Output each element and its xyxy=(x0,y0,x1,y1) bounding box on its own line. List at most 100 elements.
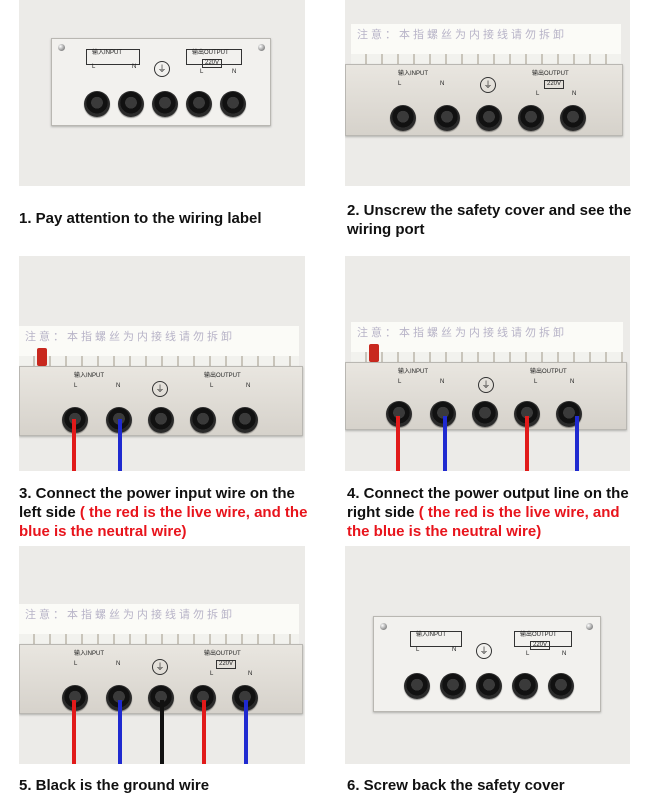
caption-step-3: 3. Connect the power input wire on the l… xyxy=(19,484,319,541)
warning-notice: 注意：本指螺丝为内接线请勿拆卸 xyxy=(25,330,235,343)
screw xyxy=(58,44,65,51)
grommet-hole xyxy=(148,407,174,433)
caption-step-2: 2. Unscrew the safety cover and see the … xyxy=(347,201,632,239)
terminal-n-label: N xyxy=(132,64,137,70)
caption-text: 4. Connect the power output line on the … xyxy=(347,485,629,521)
red-lead xyxy=(369,344,379,362)
warning-notice: 注意：本指螺丝为内接线请勿拆卸 xyxy=(357,28,567,41)
grommet-hole xyxy=(404,673,430,699)
voltage-label: 220V xyxy=(530,641,551,650)
ground-symbol-icon: ⏚ xyxy=(154,61,170,77)
terminal-l-label: L xyxy=(398,81,402,87)
terminal-n-label: N xyxy=(440,81,445,87)
caption-note: ( the red is the live wire, and the blue… xyxy=(347,504,620,540)
terminal-l-label: L xyxy=(210,671,214,677)
terminal-l-label: L xyxy=(210,383,214,389)
grommet-hole xyxy=(512,673,538,699)
grommet-hole xyxy=(190,407,216,433)
photo-panel-4: 注意：本指螺丝为内接线请勿拆卸 输入INPUT L N ⏚ 输出OUTPUT L… xyxy=(345,256,630,471)
caption-note: ( the red is the live wire, and the blue… xyxy=(19,504,308,540)
input-label: 输入INPUT xyxy=(398,71,429,77)
photo-panel-6: 输入INPUT L N ⏚ 输出OUTPUT 220V L N xyxy=(345,546,630,764)
caption-text: 2. Unscrew the safety cover and see the … xyxy=(347,202,632,238)
label-plate: 输入INPUT L N ⏚ 输出OUTPUT 220V L N xyxy=(51,38,271,126)
input-label: 输入INPUT xyxy=(416,632,447,638)
safety-cover: 输入INPUT L N ⏚ 输出OUTPUT L N xyxy=(19,366,303,436)
ground-symbol-icon: ⏚ xyxy=(480,77,496,93)
screw xyxy=(586,623,593,630)
terminal-l-label: L xyxy=(74,383,78,389)
black-ground-wire xyxy=(160,700,164,764)
voltage-label: 220V xyxy=(202,59,223,68)
output-label-box xyxy=(186,49,242,65)
output-label-box xyxy=(514,631,572,647)
input-label-box xyxy=(410,631,462,647)
grommet-hole xyxy=(548,673,574,699)
caption-text: 6. Screw back the safety cover xyxy=(347,777,565,794)
terminal-n-label: N xyxy=(248,671,253,677)
ground-symbol-icon: ⏚ xyxy=(476,643,492,659)
grommet-hole xyxy=(390,105,416,131)
grommet-hole xyxy=(84,91,110,117)
safety-cover: 输入INPUT L N ⏚ 输出OUTPUT L N xyxy=(345,362,627,430)
red-output-live-wire xyxy=(525,416,529,471)
grommet-hole xyxy=(434,105,460,131)
output-label: 输出OUTPUT xyxy=(530,369,567,375)
output-label: 输出OUTPUT xyxy=(520,632,557,638)
terminal-n-label: N xyxy=(232,69,237,75)
input-label: 输入INPUT xyxy=(92,50,123,56)
terminal-n-label: N xyxy=(116,661,121,667)
caption-step-1: 1. Pay attention to the wiring label xyxy=(19,209,319,228)
photo-panel-2: 注意：本指螺丝为内接线请勿拆卸 输入INPUT L N ⏚ 输出OUTPUT 2… xyxy=(345,0,630,186)
photo-panel-1: 输入INPUT L N ⏚ 输出OUTPUT 220V L N xyxy=(19,0,305,186)
screw xyxy=(258,44,265,51)
output-label: 输出OUTPUT xyxy=(204,373,241,379)
terminal-n-label: N xyxy=(452,647,457,653)
blue-neutral-wire xyxy=(118,700,122,764)
photo-panel-5: 注意：本指螺丝为内接线请勿拆卸 输入INPUT L N ⏚ 输出OUTPUT 2… xyxy=(19,546,305,764)
caption-step-5: 5. Black is the ground wire xyxy=(19,776,319,795)
grommet-hole xyxy=(440,673,466,699)
output-label: 输出OUTPUT xyxy=(192,50,229,56)
warning-notice: 注意：本指螺丝为内接线请勿拆卸 xyxy=(357,326,567,339)
terminal-n-label: N xyxy=(246,383,251,389)
terminal-n-label: N xyxy=(116,383,121,389)
input-label: 输入INPUT xyxy=(74,651,105,657)
blue-output-neutral-wire xyxy=(244,700,248,764)
terminal-l-label: L xyxy=(74,661,78,667)
terminal-l-label: L xyxy=(526,651,530,657)
red-live-wire xyxy=(72,419,76,471)
photo-panel-3: 注意：本指螺丝为内接线请勿拆卸 输入INPUT L N ⏚ 输出OUTPUT L… xyxy=(19,256,305,471)
terminal-n-label: N xyxy=(440,379,445,385)
output-label: 输出OUTPUT xyxy=(204,651,241,657)
red-output-live-wire xyxy=(202,700,206,764)
screw xyxy=(380,623,387,630)
caption-step-6: 6. Screw back the safety cover xyxy=(347,776,632,795)
grommet-hole xyxy=(476,673,502,699)
red-input-live-wire xyxy=(396,416,400,471)
warning-notice: 注意：本指螺丝为内接线请勿拆卸 xyxy=(25,608,235,621)
output-label: 输出OUTPUT xyxy=(532,71,569,77)
grommet-hole xyxy=(560,105,586,131)
input-label: 输入INPUT xyxy=(398,369,429,375)
red-live-wire xyxy=(72,700,76,764)
terminal-l-label: L xyxy=(536,91,540,97)
grommet-hole xyxy=(152,91,178,117)
caption-text: 3. Connect the power input wire on the l… xyxy=(19,485,295,521)
terminal-l-label: L xyxy=(200,69,204,75)
safety-cover: 输入INPUT L N ⏚ 输出OUTPUT 220V L N xyxy=(345,64,623,136)
grommet-hole xyxy=(118,91,144,117)
grommet-hole xyxy=(186,91,212,117)
blue-neutral-wire xyxy=(118,419,122,471)
ground-symbol-icon: ⏚ xyxy=(152,659,168,675)
terminal-n-label: N xyxy=(570,379,575,385)
grommet-hole xyxy=(232,407,258,433)
input-label: 输入INPUT xyxy=(74,373,105,379)
ground-symbol-icon: ⏚ xyxy=(152,381,168,397)
grommet-hole xyxy=(472,401,498,427)
grommet-hole xyxy=(476,105,502,131)
input-label-box xyxy=(86,49,140,65)
grommet-hole xyxy=(220,91,246,117)
terminal-n-label: N xyxy=(562,651,567,657)
voltage-label: 220V xyxy=(544,80,565,89)
